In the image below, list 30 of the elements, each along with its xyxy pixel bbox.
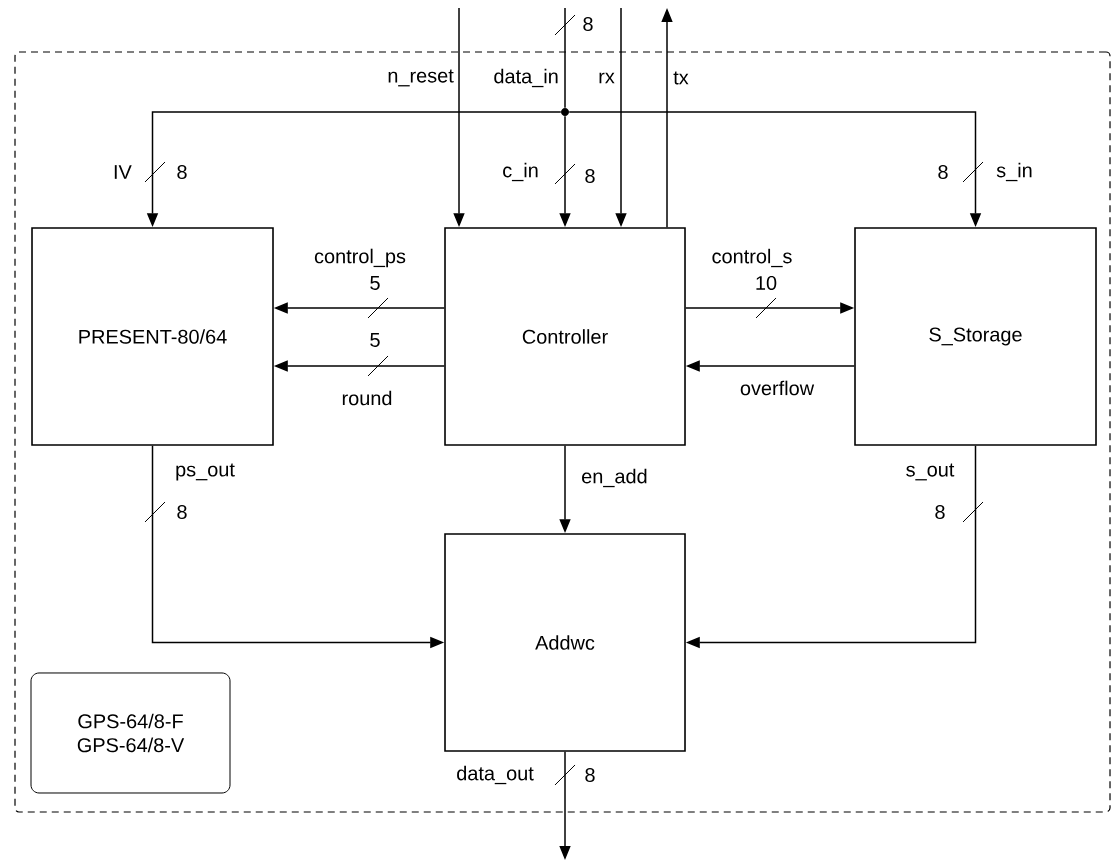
bus-width: 8 [177, 504, 187, 520]
edge-label: control_ps [314, 248, 406, 268]
edge-label: s_in [996, 162, 1032, 182]
block-box: S_Storage [854, 227, 1097, 446]
edge-label: data_out [457, 765, 534, 785]
bus-width: 10 [756, 275, 777, 291]
bus-width: 8 [583, 16, 593, 32]
bus-width: 8 [585, 168, 595, 184]
bus-width: 5 [370, 333, 380, 347]
block-box: Controller [444, 227, 686, 446]
edge-label: en_add [582, 468, 647, 488]
block-box: Addwc [444, 533, 686, 752]
edge-label: rx [599, 72, 615, 84]
note-box: GPS-64/8-F GPS-64/8-V [30, 672, 231, 794]
boundary-box [14, 51, 1111, 813]
bus-width: 8 [938, 164, 948, 180]
edge-label: n_reset [388, 69, 454, 87]
bus-width: 8 [177, 164, 187, 180]
edge-label: control_s [712, 248, 792, 268]
bus-width: 8 [935, 504, 945, 520]
edge-label: IV [114, 165, 132, 179]
edge-label: data_in [494, 68, 558, 88]
edge-label: s_out [906, 463, 955, 481]
block-box: PRESENT-80/64 [31, 227, 274, 446]
bus-width: 5 [370, 276, 380, 290]
edge-label: round [342, 390, 392, 406]
edge-label: overflow [740, 380, 815, 396]
edge-label: ps_out [176, 463, 235, 481]
edge-label: tx [673, 71, 689, 85]
edge-label: c_in [503, 162, 538, 182]
